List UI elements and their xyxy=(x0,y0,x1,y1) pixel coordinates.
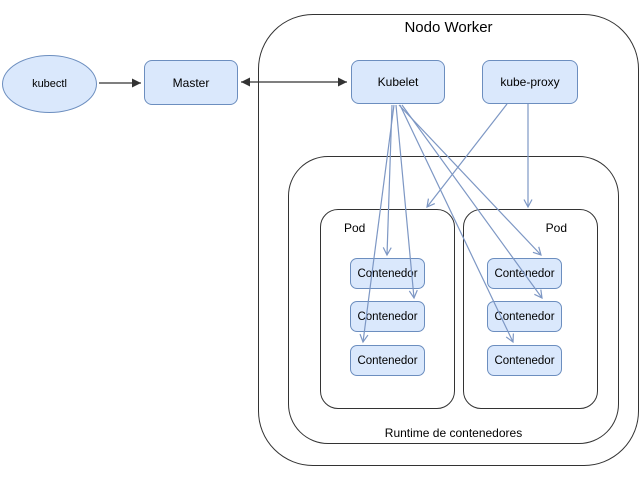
pod-group-left: Pod Contenedor Contenedor Contenedor xyxy=(320,209,455,409)
pod-label: Pod xyxy=(344,221,366,235)
master-node: Master xyxy=(144,60,238,105)
kubectl-node: kubectl xyxy=(2,55,97,113)
pod-group-right: Pod Contenedor Contenedor Contenedor xyxy=(463,209,598,409)
kube-proxy-node: kube-proxy xyxy=(482,60,578,104)
pod-label: Pod xyxy=(545,221,567,235)
worker-node-title: Nodo Worker xyxy=(404,19,493,36)
container-node: Contenedor xyxy=(487,301,562,332)
container-node: Contenedor xyxy=(487,345,562,376)
container-node: Contenedor xyxy=(350,301,425,332)
container-node: Contenedor xyxy=(350,345,425,376)
kubelet-node: Kubelet xyxy=(351,60,445,104)
container-node: Contenedor xyxy=(350,258,425,289)
container-node: Contenedor xyxy=(487,258,562,289)
container-runtime-label: Runtime de contenedores xyxy=(384,426,523,440)
